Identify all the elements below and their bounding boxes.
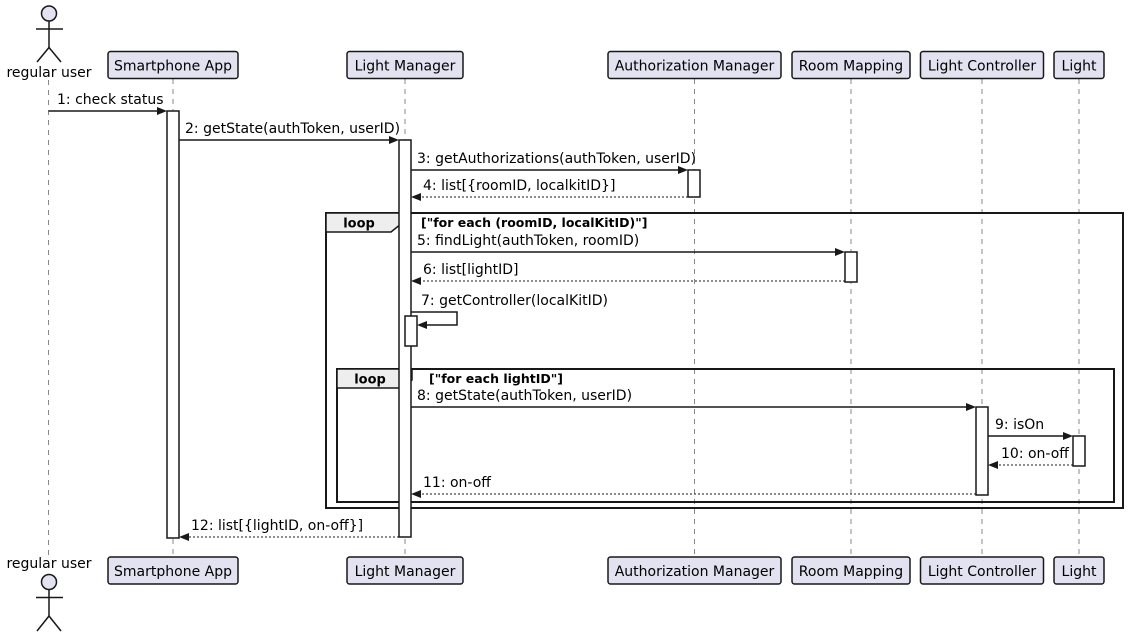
participant-label: Light Manager <box>355 59 456 75</box>
participant-label: Room Mapping <box>799 564 903 580</box>
loop-guard-label: ["for each lightID"] <box>429 371 563 386</box>
message-label-5: 5: findLight(authToken, roomID) <box>417 233 639 249</box>
participant-box-authorization-manager <box>607 50 782 80</box>
arrowhead-right-icon <box>389 136 399 144</box>
message-label-11: 11: on-off <box>423 475 491 491</box>
arrowhead-right-icon <box>835 248 845 256</box>
loop-fragment-inner: loop ["for each lightID"] <box>336 368 1115 503</box>
actor-label-bottom: regular user <box>6 556 91 572</box>
participant-box-light-controller <box>919 556 1045 585</box>
actor-label-top: regular user <box>6 65 91 81</box>
participants-top: Smartphone App Light Manager Authorizati… <box>107 50 1105 80</box>
message-label-3: 3: getAuthorizations(authToken, userID) <box>417 151 696 167</box>
arrowhead-left-icon <box>417 321 427 329</box>
arrowhead-left-icon <box>179 533 189 541</box>
message-label-10: 10: on-off <box>1001 446 1069 462</box>
participant-label: Authorization Manager <box>615 59 775 75</box>
participant-label: Light Manager <box>355 564 456 580</box>
participant-box-light-controller <box>919 50 1045 80</box>
participant-label: Light <box>1062 564 1097 580</box>
participant-box-smartphone-app <box>107 556 239 585</box>
loop-frame <box>325 212 1124 509</box>
participant-box-light-manager <box>346 50 464 80</box>
participant-box-smartphone-app <box>107 50 239 80</box>
activation-authorization-manager <box>687 169 701 198</box>
message-self-arrow-7 <box>411 311 458 326</box>
actor-head-icon <box>40 5 58 22</box>
loop-frame <box>336 368 1115 503</box>
arrowhead-left-icon <box>411 277 421 285</box>
actor-figure-top <box>36 5 63 63</box>
actor-head-icon <box>40 573 58 591</box>
loop-guard-label: ["for each (roomID, localKitID)"] <box>421 215 647 230</box>
arrowhead-right-icon <box>678 166 688 174</box>
participant-label: Light <box>1062 59 1097 75</box>
arrowhead-left-icon <box>411 193 421 201</box>
message-label-8: 8: getState(authToken, userID) <box>417 388 632 404</box>
activation-room-mapping <box>844 251 858 283</box>
arrowhead-left-icon <box>411 490 421 498</box>
message-label-7: 7: getController(localKitID) <box>421 293 608 309</box>
message-label-9: 9: isOn <box>995 417 1044 433</box>
participant-label: Smartphone App <box>114 564 232 580</box>
participant-label: Light Controller <box>928 564 1036 580</box>
message-label-2: 2: getState(authToken, userID) <box>185 121 400 137</box>
message-label-6: 6: list[lightID] <box>423 262 519 278</box>
message-label-4: 4: list[{roomID, localkitID}] <box>423 178 615 194</box>
actor-figure-bottom <box>36 573 63 632</box>
arrowhead-right-icon <box>1063 432 1073 440</box>
loop-operator-tab <box>325 212 402 233</box>
participant-box-authorization-manager <box>607 556 782 585</box>
participant-label: Room Mapping <box>799 59 903 75</box>
participant-box-light <box>1053 556 1105 585</box>
loop-operator-label: loop <box>354 373 386 388</box>
loop-operator-label: loop <box>343 217 375 232</box>
message-label-12: 12: list[{lightID, on-off}] <box>191 518 363 534</box>
participant-label: Light Controller <box>928 59 1036 75</box>
participant-box-room-mapping <box>791 50 911 80</box>
arrowhead-right-icon <box>966 403 976 411</box>
participants-bottom: Smartphone App Light Manager Authorizati… <box>107 556 1105 585</box>
participant-box-light <box>1053 50 1105 80</box>
activation-bars <box>166 110 1086 539</box>
arrowhead-left-icon <box>988 461 998 469</box>
participant-box-light-manager <box>346 556 464 585</box>
activation-light-controller <box>975 406 989 496</box>
participant-label: Authorization Manager <box>615 564 775 580</box>
messages: 1: check status 2: getState(authToken, u… <box>48 92 1073 541</box>
activation-light-manager-self <box>404 315 418 347</box>
participant-box-room-mapping <box>791 556 911 585</box>
loop-fragment-outer: loop ["for each (roomID, localKitID)"] <box>325 212 1124 509</box>
activation-smartphone-app <box>166 110 180 539</box>
activation-light <box>1072 435 1086 467</box>
participant-label: Smartphone App <box>114 59 232 75</box>
message-label-1: 1: check status <box>57 92 164 108</box>
arrowhead-right-icon <box>157 107 167 115</box>
